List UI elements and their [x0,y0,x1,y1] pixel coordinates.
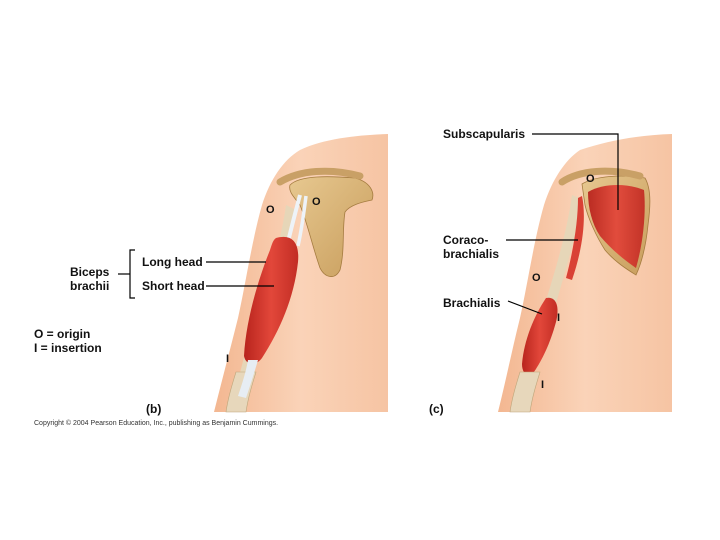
label-coraco: Coraco- [443,233,489,247]
panel-c-leaders [506,133,619,315]
panel-c-illustration [498,134,672,413]
label-brachialis-c: brachialis [443,247,500,261]
copyright-notice: Copyright © 2004 Pearson Education, Inc.… [34,420,279,427]
panel-c-coracobrachialis [566,196,584,280]
legend-insertion: I = insertion [34,341,102,355]
label-short-head: Short head [142,279,205,293]
panel-b-illustration [214,134,388,413]
label-subscapularis: Subscapularis [443,127,526,141]
panel-c-subscapularis [588,185,645,268]
mark-origin-c-mid: O [532,272,541,284]
mark-origin-b2: O [312,196,321,208]
label-brachii: brachii [70,279,110,293]
mark-origin-c-top: O [586,173,595,185]
panel-b-tendon-distal [238,360,258,398]
panel-c-clavicle [558,167,644,186]
panel-c-caption: (c) [429,402,444,416]
panel-b-biceps [244,236,299,364]
panel-c-brachialis [522,297,558,375]
legend-origin: O = origin [34,327,91,341]
label-brachialis: Brachialis [443,296,501,310]
mark-insertion-c-low: I [541,379,545,391]
mark-origin-b1: O [266,204,275,216]
panel-b-caption: (b) [146,402,162,416]
mark-insertion-c-mid: I [557,312,561,324]
panel-b-tendon-short [296,195,308,247]
panel-b-leaders [118,249,274,299]
panel-c-forearm [509,371,541,413]
mark-insertion-b: I [226,353,230,365]
label-long-head: Long head [142,255,203,269]
panel-b-clavicle [276,167,364,186]
label-biceps: Biceps [70,265,110,279]
